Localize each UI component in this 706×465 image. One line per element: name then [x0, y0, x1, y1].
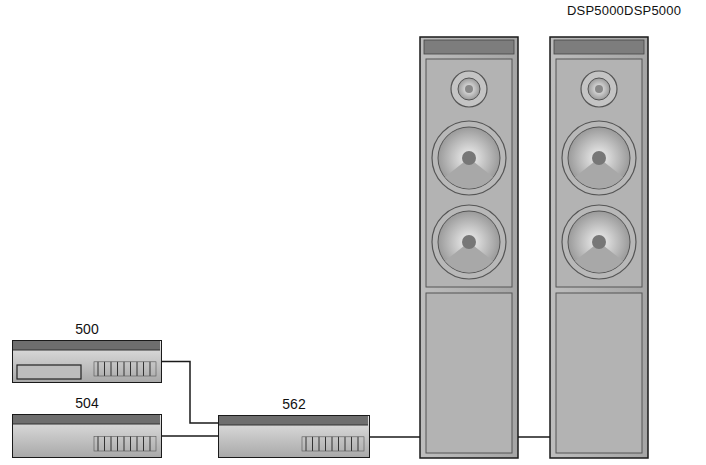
model-number: 504	[75, 395, 98, 411]
model-number: 562	[282, 396, 305, 412]
device-face	[13, 415, 161, 457]
device-box: 562	[218, 415, 370, 458]
device-face	[219, 416, 369, 457]
speaker-label: DSP5000DSP5000	[567, 3, 681, 18]
device-box: 500	[12, 340, 162, 383]
device-face	[13, 341, 161, 382]
model-number: 500	[75, 321, 98, 337]
device-box: 504	[12, 414, 162, 458]
signal-cable	[162, 435, 218, 437]
signal-cable	[162, 362, 218, 424]
